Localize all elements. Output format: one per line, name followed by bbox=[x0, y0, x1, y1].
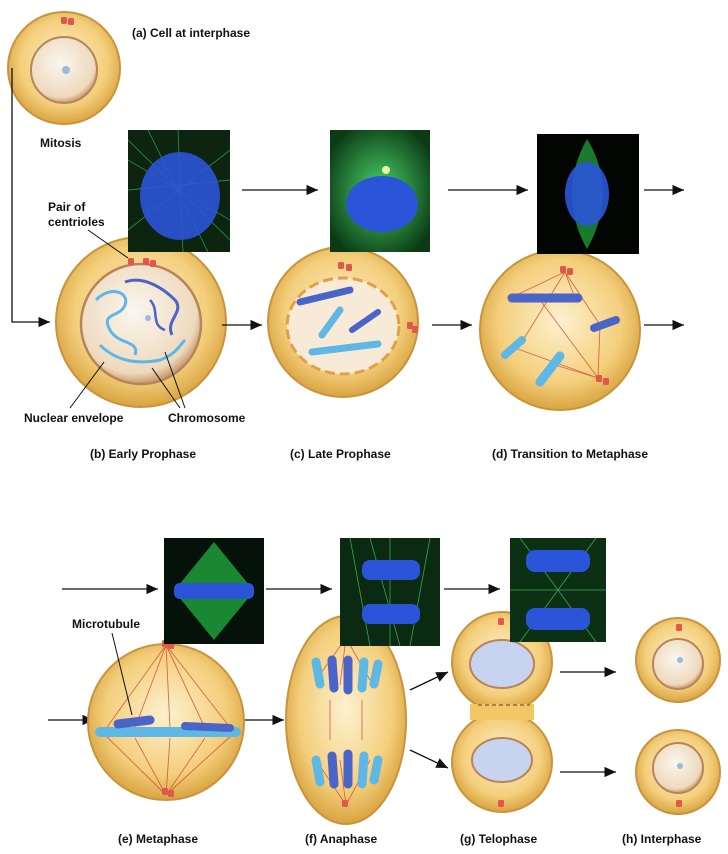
centriole-icon bbox=[498, 800, 504, 807]
label-telophase: (g) Telophase bbox=[460, 832, 537, 846]
micrograph-telophase bbox=[510, 538, 606, 642]
arrow-f-to-g-top bbox=[410, 672, 448, 690]
cell-early-prophase bbox=[56, 237, 226, 407]
micrograph-anaphase bbox=[340, 538, 440, 646]
centriole-icon bbox=[596, 375, 602, 382]
label-transition-metaphase: (d) Transition to Metaphase bbox=[492, 447, 648, 461]
label-pair-of-centrioles: Pair of centrioles bbox=[48, 200, 105, 230]
centriole-icon bbox=[676, 624, 682, 631]
centriole-icon bbox=[560, 266, 566, 273]
cell-interphase-a bbox=[8, 12, 120, 124]
cell-transition-metaphase bbox=[480, 250, 640, 410]
cell-interphase-h bbox=[636, 618, 720, 814]
centriole-icon bbox=[603, 378, 609, 385]
centriole-icon bbox=[143, 258, 149, 265]
label-cell-interphase: (a) Cell at interphase bbox=[132, 26, 250, 40]
label-mitosis: Mitosis bbox=[40, 136, 81, 150]
micrograph-metaphase bbox=[164, 538, 264, 644]
cell-late-prophase bbox=[268, 247, 418, 397]
label-nuclear-envelope: Nuclear envelope bbox=[24, 411, 123, 425]
label-interphase: (h) Interphase bbox=[622, 832, 701, 846]
label-early-prophase: (b) Early Prophase bbox=[90, 447, 196, 461]
micrograph-early-prophase bbox=[128, 130, 230, 252]
centriole-icon bbox=[128, 258, 134, 265]
centriole-icon bbox=[498, 618, 504, 625]
centriole-icon bbox=[162, 788, 168, 795]
label-metaphase: (e) Metaphase bbox=[118, 832, 198, 846]
centriole-icon bbox=[342, 800, 348, 807]
centriole-icon bbox=[676, 800, 682, 807]
centriole-icon bbox=[61, 17, 67, 24]
label-microtubule: Microtubule bbox=[72, 617, 140, 631]
centriole-icon bbox=[412, 326, 418, 333]
centriole-icon bbox=[567, 268, 573, 275]
cell-anaphase bbox=[286, 616, 406, 824]
centriole-icon bbox=[346, 264, 352, 271]
micrograph-late-prophase bbox=[330, 130, 430, 252]
centriole-icon bbox=[150, 260, 156, 267]
label-anaphase: (f) Anaphase bbox=[305, 832, 377, 846]
centriole-icon bbox=[168, 790, 174, 797]
micrograph-transition-metaphase bbox=[537, 134, 639, 254]
centriole-icon bbox=[68, 18, 74, 25]
label-late-prophase: (c) Late Prophase bbox=[290, 447, 391, 461]
cell-metaphase bbox=[88, 640, 244, 800]
centriole-icon bbox=[338, 262, 344, 269]
label-chromosome: Chromosome bbox=[168, 411, 245, 425]
arrow-f-to-g-bottom bbox=[410, 750, 448, 768]
cell-telophase bbox=[452, 612, 552, 812]
